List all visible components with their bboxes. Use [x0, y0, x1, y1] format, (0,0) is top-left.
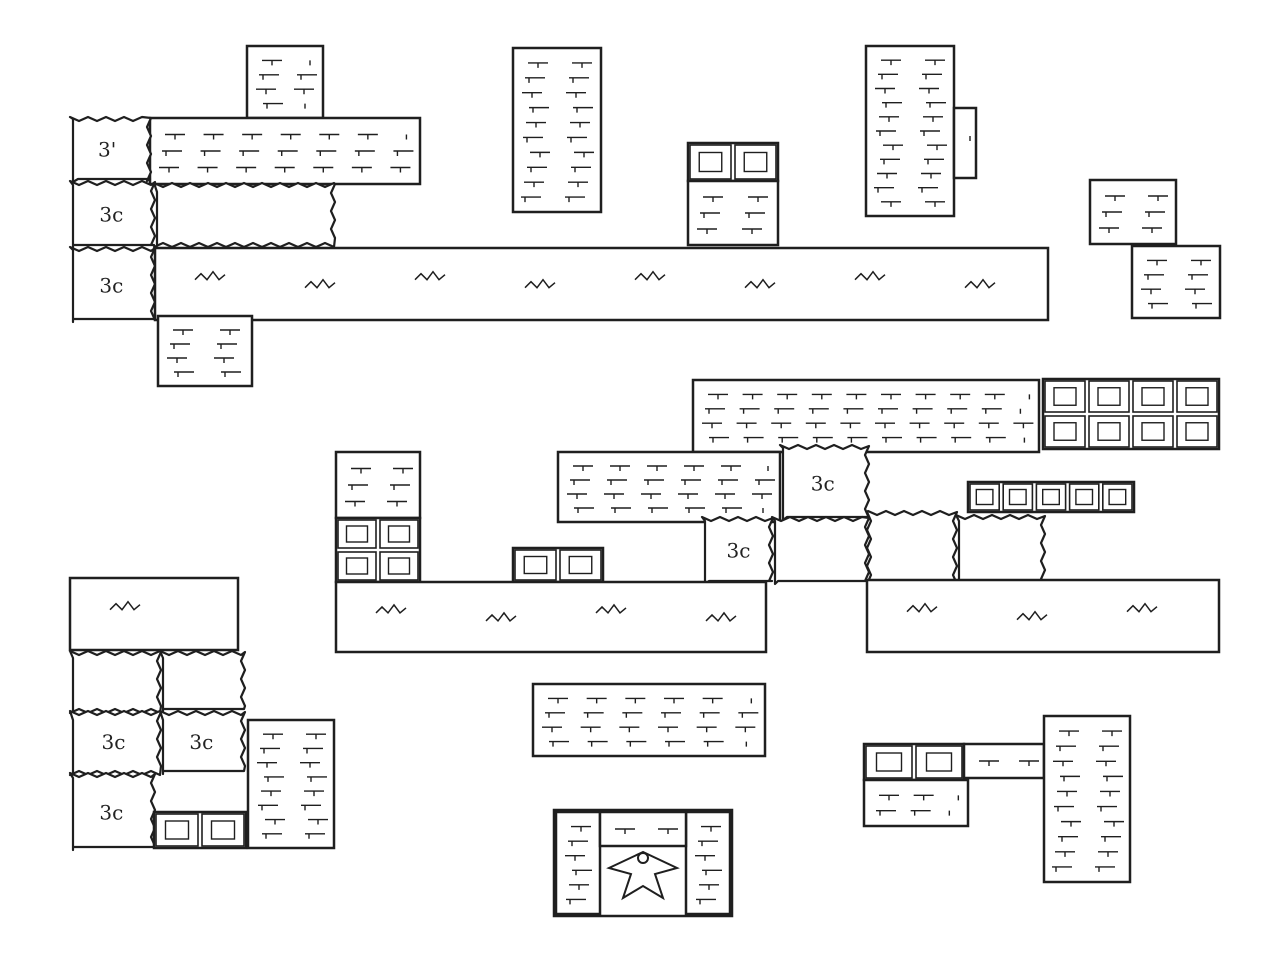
- eagle-icon: [606, 850, 680, 901]
- bush-label: 3c: [102, 730, 126, 754]
- brick-wall: [334, 450, 422, 520]
- bush-tile: 3c: [158, 709, 247, 776]
- brick-wall: [531, 682, 767, 758]
- steel-block: [334, 516, 422, 584]
- brick-wall: [686, 179, 780, 247]
- bush-tile: 3c: [68, 709, 163, 777]
- brick-wall: [148, 116, 422, 186]
- bush-tile: 3': [68, 115, 153, 184]
- brick-wall: [246, 718, 336, 850]
- bush-label: 3c: [99, 203, 123, 227]
- brick-wall: [1042, 714, 1132, 884]
- grass-strip: [334, 580, 768, 654]
- bush-tile: [158, 649, 247, 714]
- brick-wall: [156, 314, 254, 388]
- brick-wall: [962, 742, 1046, 780]
- brick-wall: [691, 378, 1041, 454]
- steel-block: [862, 742, 966, 782]
- bush-tile: 3c: [778, 443, 871, 522]
- bush-label: 3c: [99, 801, 123, 825]
- brick-wall: [556, 450, 782, 524]
- bush-label: 3': [98, 137, 116, 161]
- brick-wall: [862, 778, 970, 828]
- brick-wall: [554, 810, 602, 916]
- bush-tile: [954, 513, 1047, 586]
- bush-label: 3c: [99, 273, 123, 297]
- bush-label: 3c: [727, 539, 751, 563]
- bush-tile: 3c: [68, 179, 157, 250]
- bush-tile: 3c: [68, 771, 157, 852]
- bush-label: 3c: [189, 730, 213, 754]
- brick-wall: [1088, 178, 1178, 246]
- bush-tile: [152, 181, 337, 249]
- brick-wall: [511, 46, 603, 214]
- grass-strip: [865, 578, 1221, 654]
- brick-wall: [952, 106, 978, 180]
- brick-wall: [245, 44, 325, 120]
- brick-wall: [1130, 244, 1222, 320]
- steel-block: [1041, 377, 1221, 451]
- steel-block: [686, 141, 780, 183]
- brick-wall: [684, 810, 732, 916]
- grass-strip: [153, 246, 1050, 322]
- bush-tile: 3c: [68, 245, 157, 324]
- steel-block: [966, 480, 1136, 514]
- bush-tile: 3c: [700, 515, 775, 586]
- steel-block: [511, 546, 605, 584]
- bush-tile: [865, 509, 959, 586]
- bush-tile: [68, 649, 163, 715]
- brick-wall: [598, 810, 688, 848]
- brick-wall: [864, 44, 956, 218]
- grass-strip: [68, 576, 240, 652]
- steel-block: [152, 810, 248, 850]
- bush-tile: [770, 515, 871, 586]
- bush-label: 3c: [811, 471, 835, 495]
